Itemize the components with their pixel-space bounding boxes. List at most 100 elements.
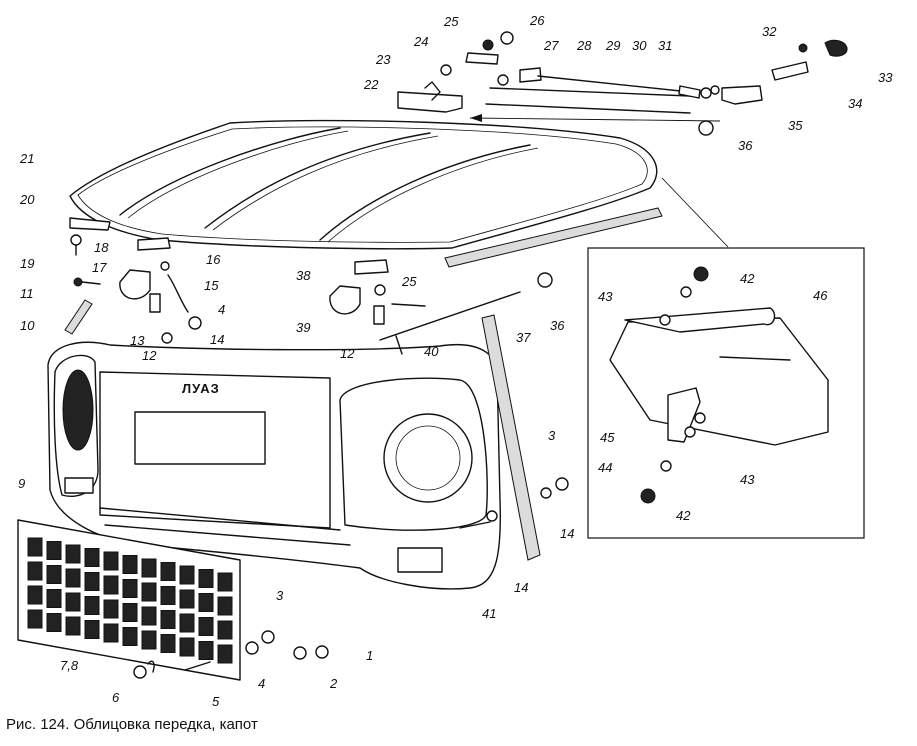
grille-slot (84, 548, 100, 567)
grille-slot (198, 593, 214, 612)
grille-slot (217, 596, 233, 616)
grille-slot (65, 592, 81, 612)
callout-23: 23 (375, 52, 391, 67)
grille-slot (160, 610, 176, 629)
grille-slot (122, 627, 138, 646)
grille-slot (27, 609, 43, 629)
callout-44: 44 (598, 460, 612, 475)
callout-41: 41 (482, 606, 496, 621)
brand-badge: ЛУАЗ (182, 381, 220, 396)
grille-slot (179, 565, 195, 585)
grille-slot (122, 555, 138, 574)
callout-25: 25 (401, 274, 417, 289)
callout-5: 5 (212, 694, 220, 709)
callout-40: 40 (424, 344, 439, 359)
grille-slot (84, 572, 100, 591)
callout-17: 17 (92, 260, 107, 275)
callout-34: 34 (848, 96, 862, 111)
grille-slot (217, 620, 233, 640)
callout-30: 30 (632, 38, 647, 53)
grille-slot (65, 568, 81, 588)
callout-27: 27 (543, 38, 559, 53)
grille-slot (46, 541, 62, 560)
grille-slot (27, 537, 43, 557)
figure-caption: Рис. 124. Облицовка передка, капот (6, 716, 258, 733)
grille-slot (46, 565, 62, 584)
callout-36: 36 (550, 318, 565, 333)
grille-slot (122, 603, 138, 622)
grille-slot (141, 606, 157, 626)
grille-slot (141, 630, 157, 650)
grille-slot (65, 616, 81, 636)
callout-26: 26 (529, 13, 545, 28)
grille-slot (103, 551, 119, 571)
grille-slot (198, 641, 214, 660)
callout-28: 28 (576, 38, 592, 53)
side-seal-strip (481, 314, 541, 561)
callout-7-8: 7,8 (60, 658, 79, 673)
callout-37: 37 (516, 330, 531, 345)
callout-3: 3 (548, 428, 556, 443)
front-panel: ЛУАЗ (47, 341, 502, 590)
grille-slot (103, 575, 119, 595)
grille-slot (179, 637, 195, 657)
grille-slot (103, 623, 119, 643)
hood-panel (69, 119, 663, 268)
grille-slot (179, 589, 195, 609)
callout-1: 1 (366, 648, 373, 663)
hinge-hardware (64, 217, 569, 679)
hood-lock-linkage (397, 31, 848, 136)
callout-10: 10 (20, 318, 35, 333)
callout-14: 14 (514, 580, 528, 595)
callout-4: 4 (258, 676, 265, 691)
hood-lock-detail-inset (587, 177, 865, 539)
callout-15: 15 (204, 278, 219, 293)
callout-14: 14 (210, 332, 224, 347)
grille-slot (65, 544, 81, 564)
callout-32: 32 (762, 24, 777, 39)
callout-18: 18 (94, 240, 109, 255)
grille-slot (84, 596, 100, 615)
callout-21: 21 (19, 151, 34, 166)
grille-slot (84, 620, 100, 639)
callout-12: 12 (340, 346, 355, 361)
callout-35: 35 (788, 118, 803, 133)
grille-slot (217, 572, 233, 592)
grille-slot (46, 613, 62, 632)
callout-29: 29 (605, 38, 620, 53)
grille-slot (103, 599, 119, 619)
grille-slot (27, 561, 43, 581)
grille-slot (27, 585, 43, 605)
callout-46: 46 (813, 288, 828, 303)
callout-numbers: 1234567,89101112131415161718192021222324… (18, 13, 893, 709)
callout-3: 3 (276, 588, 284, 603)
radiator-grille (17, 519, 241, 681)
grille-slot (198, 569, 214, 588)
grille-slot (141, 558, 157, 578)
grille-slot (217, 644, 233, 664)
grille-slot (141, 582, 157, 602)
callout-43: 43 (740, 472, 755, 487)
grille-slot (198, 617, 214, 636)
grille-slot (160, 586, 176, 605)
callout-38: 38 (296, 268, 311, 283)
callout-39: 39 (296, 320, 310, 335)
callout-31: 31 (658, 38, 672, 53)
callout-24: 24 (413, 34, 428, 49)
callout-12: 12 (142, 348, 157, 363)
grille-slot (122, 579, 138, 598)
grille-slot (160, 634, 176, 653)
callout-13: 13 (130, 333, 145, 348)
callout-33: 33 (878, 70, 893, 85)
callout-45: 45 (600, 430, 615, 445)
grille-slot (160, 562, 176, 581)
callout-20: 20 (19, 192, 35, 207)
callout-2: 2 (329, 676, 338, 691)
callout-43: 43 (598, 289, 613, 304)
callout-6: 6 (112, 690, 120, 705)
callout-36: 36 (738, 138, 753, 153)
callout-22: 22 (363, 77, 379, 92)
callout-14: 14 (560, 526, 574, 541)
grille-slot (46, 589, 62, 608)
